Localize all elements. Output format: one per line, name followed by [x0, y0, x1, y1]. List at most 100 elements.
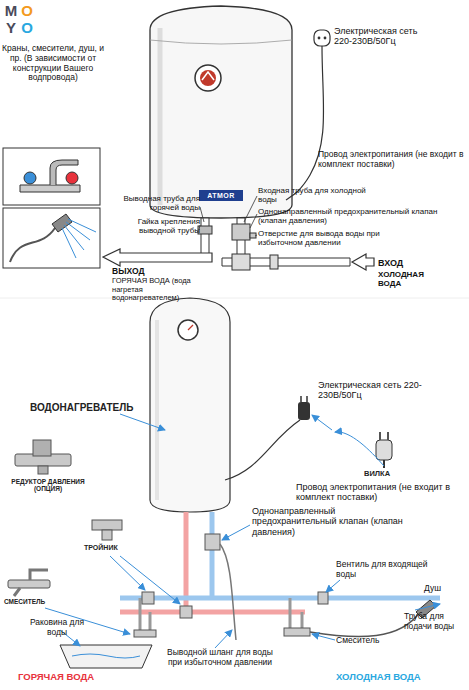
tank-seam — [150, 40, 292, 44]
power-cord — [286, 46, 324, 200]
mixer-lever — [30, 570, 48, 580]
flow-label: ГОРЯЧАЯ ВОДА (вода нагретая водонагреват… — [112, 277, 202, 303]
tee-picture — [92, 520, 122, 540]
part-label: СМЕСИТЕЛЬ — [4, 598, 64, 605]
pipe-coupling — [270, 255, 278, 269]
shower-panel — [3, 208, 100, 268]
cold-pipe — [210, 512, 215, 598]
power-cord — [225, 420, 300, 480]
flow-label: ВХОД — [378, 258, 428, 268]
pointer-arrow — [120, 556, 180, 604]
part-label: Отверстие для вывода воды при избыточном… — [258, 229, 418, 247]
shower-hose — [310, 612, 420, 637]
tank-highlight — [155, 320, 159, 500]
water-heater-tank — [150, 298, 230, 512]
mixer-spout — [14, 588, 20, 596]
part-label: Входная труба для холодной воды — [258, 186, 368, 204]
safety-valve — [232, 224, 250, 240]
faucet-spout — [50, 160, 78, 185]
hot-pipe — [120, 610, 305, 615]
water-spray — [62, 219, 96, 258]
logo-letter: Y — [4, 19, 18, 36]
part-label: Труба для подачи воды — [404, 612, 468, 632]
part-label: ВОДОНАГРЕВАТЕЛЬ — [30, 402, 140, 414]
plug-symbol — [298, 402, 310, 420]
tank-highlight — [158, 28, 163, 205]
part-label: Выводной шланг для воды при избыточном д… — [160, 648, 280, 668]
part-label: Однонаправленный предохранительный клапа… — [252, 506, 422, 537]
logo-mark — [202, 72, 214, 80]
power-label: Электрическая сеть 220-230В/50Гц — [318, 380, 463, 401]
logo-letter: M — [4, 2, 18, 19]
safety-valve — [205, 534, 220, 550]
fixtures-note: Краны, смесители, душ, и пр. (В зависимо… — [2, 44, 104, 83]
logo-circle — [195, 65, 221, 91]
tee-fitting — [232, 254, 250, 270]
cold-handle — [24, 172, 36, 184]
cold-pipe — [120, 596, 440, 601]
sink-mixer — [134, 630, 156, 637]
part-label: Душ — [424, 584, 454, 594]
section-divider — [0, 298, 469, 299]
tee-branch — [102, 530, 112, 540]
pointer-arrow — [335, 432, 384, 466]
faucet-body — [20, 185, 80, 192]
logo-letter: O — [20, 19, 34, 36]
plug-pin — [324, 37, 327, 40]
inlet-valve — [318, 592, 328, 604]
plug-cable — [383, 460, 385, 468]
outlet-nut — [198, 226, 212, 234]
plug-picture — [376, 432, 392, 468]
plug-prongs — [380, 432, 388, 440]
part-label: ТРОЙНИК — [84, 544, 144, 552]
reducer-cap — [33, 440, 51, 456]
shower-mixer-feeds — [290, 598, 302, 632]
brand-name: ATMOR — [207, 192, 235, 199]
part-label: Выводная труба для горячей воды — [104, 194, 200, 212]
shower-mixer — [284, 628, 310, 636]
leader-line — [200, 207, 204, 222]
tee-body — [92, 520, 122, 530]
tee-fitting — [142, 592, 154, 604]
outlet-arrow — [103, 249, 212, 266]
pointer-arrow — [215, 630, 232, 648]
thermometer-gauge — [178, 320, 198, 340]
plug-pins — [301, 396, 307, 402]
part-label: Раковина для воды — [22, 618, 92, 638]
spray-line — [68, 219, 96, 232]
spray-line — [66, 222, 90, 240]
logo-letter: O — [20, 2, 34, 19]
part-label: Вентиль для входящей воды — [336, 560, 431, 580]
leader-line — [255, 235, 257, 236]
mixer-body — [8, 580, 50, 588]
leader-line — [250, 214, 257, 228]
faucet-panel — [3, 148, 100, 205]
part-label: ВИЛКА — [364, 470, 414, 479]
cord-label: Провод электропитания (не входит в компл… — [318, 150, 466, 170]
drain-hose — [220, 544, 236, 640]
hot-handle — [66, 172, 78, 184]
valve-drain-hole — [250, 233, 256, 238]
hot-outlet-pipe — [201, 218, 209, 254]
part-label: РЕДУКТОР ДАВЛЕНИЯ (ОПЦИЯ) — [6, 478, 90, 493]
flow-label: ХОЛОДНАЯ ВОДА — [378, 270, 448, 288]
shower-hose — [10, 228, 55, 262]
reducer-port — [38, 466, 48, 474]
part-label: Гайка крепления выводной трубы — [104, 217, 200, 235]
brand-plate: ATMOR — [199, 190, 243, 201]
plug-symbol — [314, 30, 330, 46]
flow-label: ВЫХОД — [112, 267, 192, 277]
plug-pin — [318, 37, 321, 40]
mixer-picture — [8, 570, 50, 596]
plug-body — [376, 440, 392, 460]
pressure-reducer-picture — [15, 440, 71, 474]
sink-water — [72, 654, 140, 658]
cord-label: Провод электропитания (не входит в компл… — [296, 482, 466, 503]
inlet-arrow — [352, 254, 374, 270]
pointer-arrow — [312, 415, 332, 430]
leader-lines — [199, 196, 257, 236]
pointer-arrow — [110, 556, 145, 590]
pointer-arrow — [312, 634, 335, 640]
